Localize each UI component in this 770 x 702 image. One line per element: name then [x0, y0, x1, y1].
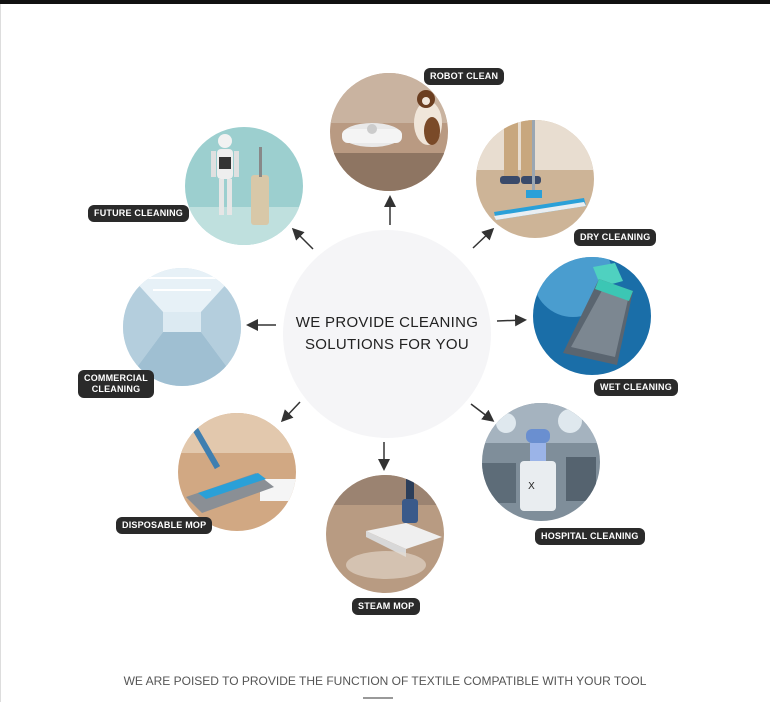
commercial-cleaning-label: COMMERCIAL CLEANING: [78, 370, 154, 398]
disposable-mop-image: [178, 413, 296, 531]
footer-underline: [363, 697, 393, 699]
robot-clean-image: [330, 73, 448, 191]
center-line-2: SOLUTIONS FOR YOU: [304, 336, 469, 353]
center-line-1: WE PROVIDE CLEANING: [295, 314, 479, 331]
top-bar: [0, 0, 770, 4]
dry-cleaning-image: [476, 120, 594, 238]
commercial-cleaning-label-line-1: COMMERCIAL: [84, 373, 148, 383]
wet-cleaning-label: WET CLEANING: [594, 379, 678, 396]
disposable-mop-label: DISPOSABLE MOP: [116, 517, 213, 534]
steam-mop-label: STEAM MOP: [352, 598, 421, 615]
hospital-cleaning-image: X: [482, 403, 600, 521]
arrow-future: [291, 227, 314, 250]
footer-tagline: WE ARE POISED TO PROVIDE THE FUNCTION OF…: [123, 674, 647, 688]
future-cleaning-label: FUTURE CLEANING: [88, 205, 189, 222]
center-circle: WE PROVIDE CLEANING SOLUTIONS FOR YOU: [283, 230, 491, 438]
wet-cleaning-image: [533, 257, 651, 375]
future-cleaning-image: [185, 127, 303, 245]
hospital-cleaning-label: HOSPITAL CLEANING: [535, 528, 645, 545]
arrow-wet: [496, 314, 527, 327]
commercial-cleaning-label-line-2: CLEANING: [91, 384, 141, 394]
robot-clean-label: ROBOT CLEAN: [424, 68, 505, 85]
steam-mop-image: [326, 475, 444, 593]
svg-text:X: X: [528, 481, 535, 492]
arrow-dry: [472, 227, 495, 249]
commercial-cleaning-image: [123, 268, 241, 386]
arrow-disposable: [280, 401, 301, 423]
left-border: [0, 4, 1, 702]
arrow-hospital: [470, 403, 495, 422]
dry-cleaning-label: DRY CLEANING: [574, 229, 657, 246]
